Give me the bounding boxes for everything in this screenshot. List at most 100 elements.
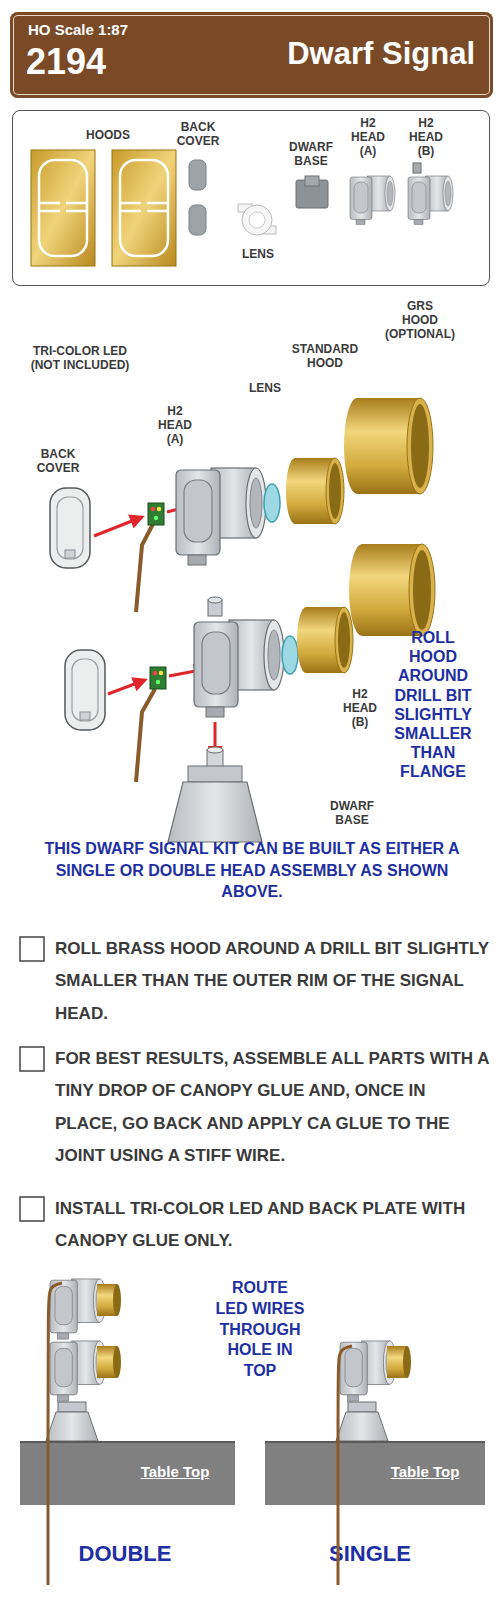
back-cover <box>72 659 98 721</box>
dwarf-base-part <box>305 176 319 186</box>
lens-part <box>238 204 276 235</box>
lens <box>282 636 298 674</box>
checkbox <box>20 1047 44 1071</box>
tri-color-led <box>150 667 166 689</box>
tri-color-led <box>157 507 161 511</box>
h2-head-part <box>408 176 453 225</box>
grs-hood <box>411 404 429 488</box>
brass-hood-fret <box>120 160 168 256</box>
lens <box>264 484 280 522</box>
h2-head-part <box>350 176 395 225</box>
part-name: BACK COVER <box>173 121 223 149</box>
h2-head-b <box>208 597 222 603</box>
part-label: TRI-COLOR LED (NOT INCLUDED) <box>25 345 135 373</box>
part-name: LENS <box>233 248 283 262</box>
brass-hood-fret <box>66 210 87 213</box>
part-label: GRS HOOD (OPTIONAL) <box>380 300 460 341</box>
standard-hood <box>326 458 344 524</box>
title-band: HO Scale 1:872194Dwarf Signal <box>10 12 493 98</box>
brass-hood-fret <box>112 150 176 266</box>
brass-hood-fret <box>31 150 95 266</box>
build-note: THIS DWARF SIGNAL KIT CAN BE BUILT AS EI… <box>31 838 473 903</box>
checklist-step: INSTALL TRI-COLOR LED AND BACK PLATE WIT… <box>55 1193 490 1258</box>
double-signal <box>58 1402 86 1412</box>
part-label: LENS <box>240 382 290 396</box>
h2-head-b <box>194 620 284 717</box>
brass-hood-fret <box>66 202 87 205</box>
checkbox <box>20 937 44 1221</box>
back-cover <box>65 650 105 730</box>
back-cover-part <box>189 160 206 235</box>
part-name: H2 HEAD (B) <box>401 117 451 158</box>
part-label: STANDARD HOOD <box>285 343 365 371</box>
standard-hood <box>338 612 350 668</box>
tri-color-led <box>156 680 160 684</box>
dwarf-base <box>188 766 242 782</box>
table-top: Table Top <box>20 1441 235 1505</box>
dwarf-base <box>168 747 262 842</box>
lens <box>282 636 298 674</box>
back-cover <box>80 712 90 720</box>
assembly-arrow <box>94 517 142 536</box>
lens-part <box>249 212 265 228</box>
brass-hood-fret <box>39 160 87 256</box>
dwarf-base <box>168 782 262 842</box>
part-name: DWARF BASE <box>281 141 341 169</box>
grs-hood <box>344 398 433 494</box>
brass-hood-fret <box>31 150 176 266</box>
tri-color-led <box>136 524 153 612</box>
wiring-note: ROUTE LED WIRES THROUGH HOLE IN TOP <box>214 1278 306 1382</box>
tri-color-led <box>136 689 155 782</box>
brass-hood-fret <box>147 202 168 205</box>
standard-hood <box>286 458 344 524</box>
checkbox <box>20 1197 44 1221</box>
standard-hood <box>329 463 341 519</box>
double-signal <box>113 1346 121 1378</box>
h2-head-a <box>176 468 266 565</box>
part-name: HOODS <box>68 129 148 143</box>
tri-color-led <box>153 671 157 675</box>
lens <box>264 484 280 522</box>
single-signal <box>403 1346 411 1378</box>
checklist-step: ROLL BRASS HOOD AROUND A DRILL BIT SLIGH… <box>55 933 490 1030</box>
back-cover-part <box>189 160 206 190</box>
tri-color-led <box>151 507 155 511</box>
parts-box: HOODS BACK COVER DWARF BASEH2 HEAD (A)H2 H… <box>12 110 490 286</box>
back-cover <box>65 550 75 558</box>
double-signal <box>46 1279 121 1441</box>
back-cover-part <box>189 205 206 235</box>
part-name: H2 HEAD (A) <box>343 117 393 158</box>
tri-color-led <box>136 503 164 612</box>
back-cover <box>50 488 90 568</box>
back-cover <box>65 650 105 730</box>
part-label: H2 HEAD (B) <box>335 688 385 729</box>
led-wire <box>338 1346 352 1585</box>
h2-head-part <box>350 163 453 225</box>
grs-hood <box>413 550 431 630</box>
table-top-text: Table Top <box>120 1463 230 1480</box>
variant-label: SINGLE <box>305 1541 435 1566</box>
led-wire <box>48 1283 62 1585</box>
grs-hood <box>409 544 435 636</box>
single-signal <box>348 1402 376 1412</box>
checkbox <box>20 937 44 961</box>
standard-hood <box>297 607 353 673</box>
dwarf-base <box>207 747 223 753</box>
variant-label: DOUBLE <box>60 1541 190 1566</box>
tri-color-led <box>148 503 164 525</box>
brass-hood-fret <box>120 202 141 205</box>
part-label: DWARF BASE <box>322 800 382 828</box>
brass-hood-fret <box>120 210 141 213</box>
assembly-arrow <box>108 680 145 694</box>
lens-part <box>242 205 272 235</box>
dwarf-base-part <box>296 176 328 208</box>
back-cover <box>50 488 90 568</box>
tri-color-led <box>154 516 158 520</box>
checklist-step: FOR BEST RESULTS, ASSEMBLE ALL PARTS WIT… <box>55 1043 490 1172</box>
kit-title: Dwarf Signal <box>200 36 475 72</box>
h2-head-a <box>176 468 266 565</box>
table-top-text: Table Top <box>370 1463 480 1480</box>
